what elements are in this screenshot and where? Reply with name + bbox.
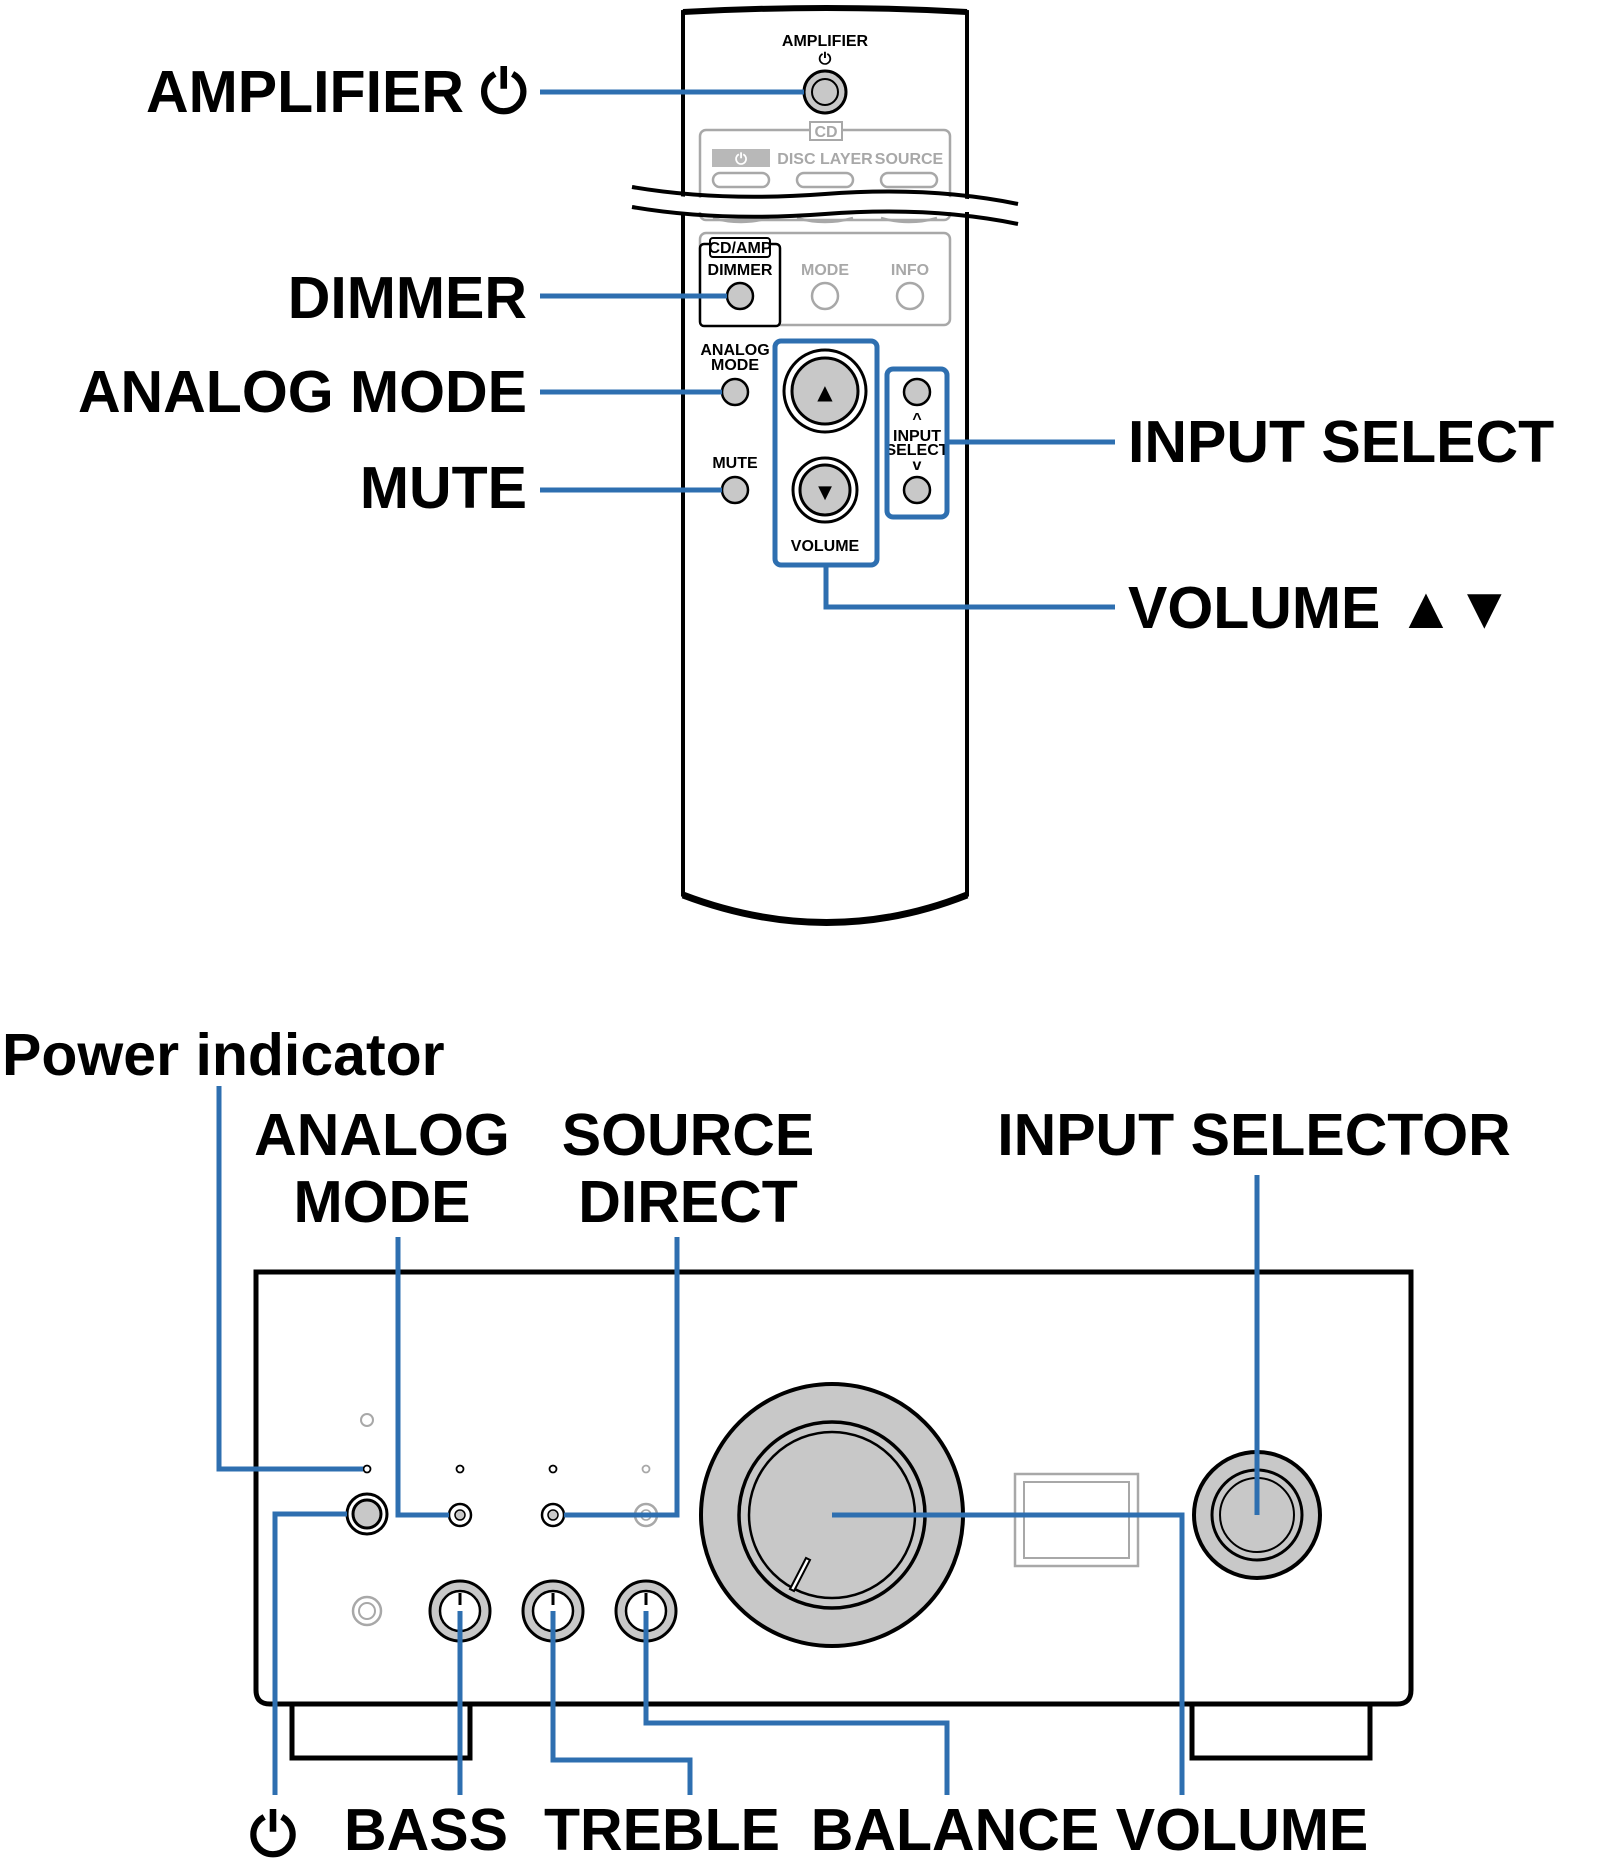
- remote-power-small-icon: ⏻: [819, 51, 832, 68]
- remote-mute-callout: MUTE: [360, 455, 527, 521]
- amplifier-display-window-inner: [1023, 1481, 1130, 1559]
- amplifier-source-direct-button-center: [547, 1509, 559, 1521]
- remote-amplifier-callout: AMPLIFIER ⏻: [146, 59, 527, 125]
- remote-info-label: INFO: [891, 262, 929, 279]
- remote-cd-amp-label: CD/AMP: [708, 240, 771, 257]
- remote-bottom-curve: [681, 891, 969, 926]
- remote-source-button[interactable]: [879, 171, 939, 189]
- remote-volume-callout: VOLUME ▲▼: [1128, 575, 1514, 641]
- amplifier-analog-mode-led: [455, 1464, 465, 1474]
- amplifier-treble-callout: TREBLE: [544, 1797, 780, 1863]
- remote-analog-mode-callout: ANALOG MODE: [78, 359, 527, 425]
- remote-dimmer-button[interactable]: [725, 281, 755, 311]
- remote-leader-lines: [540, 89, 1115, 610]
- remote-volume-down-button[interactable]: [798, 463, 852, 517]
- remote-analog-small-label: ANALOG: [700, 342, 769, 359]
- remote-source-label: SOURCE: [875, 151, 944, 168]
- remote-input-select-caret-up-icon: ^: [912, 411, 921, 428]
- remote-input-select-down-button[interactable]: [902, 475, 932, 505]
- remote-dimmer-small-label: DIMMER: [708, 262, 773, 279]
- remote-volume-down-icon: ▼: [818, 482, 832, 503]
- amplifier-volume-callout: VOLUME: [1116, 1797, 1368, 1863]
- remote-amplifier-power-button[interactable]: [802, 69, 848, 115]
- amplifier-front-panel: [253, 1269, 1414, 1761]
- remote-cd-label: CD: [814, 124, 837, 141]
- amplifier-direct-callout: DIRECT: [578, 1169, 798, 1235]
- amplifier-bass-callout: BASS: [344, 1797, 508, 1863]
- remote-amplifier-power-button-ring: [811, 78, 839, 106]
- remote-break-wave: [620, 185, 1030, 226]
- remote-cd-amp-tag: [709, 237, 771, 258]
- amplifier-headphone-jack: [351, 1595, 383, 1627]
- amplifier-leader-lines: [216, 1086, 1260, 1795]
- remote-top-edge: [682, 5, 968, 15]
- remote-select-small-label: SELECT: [885, 442, 948, 459]
- amplifier-unused-led: [641, 1464, 651, 1474]
- remote-info-button[interactable]: [895, 281, 925, 311]
- amplifier-power-indicator-callout: Power indicator: [2, 1022, 445, 1088]
- remote-volume-up-icon: ▲: [817, 380, 833, 404]
- amplifier-headphone-jack-inner: [358, 1602, 376, 1620]
- amplifier-power-button[interactable]: [351, 1498, 383, 1530]
- remote-volume-up-button[interactable]: [790, 356, 860, 426]
- remote-input-select-caret-down-icon: v: [913, 457, 922, 474]
- amplifier-balance-callout: BALANCE: [811, 1797, 1099, 1863]
- amplifier-source-direct-led: [548, 1464, 558, 1474]
- amplifier-volume-knob-marker: [788, 1556, 812, 1593]
- amplifier-mode-callout: MODE: [294, 1169, 471, 1235]
- remote-mute-button[interactable]: [720, 475, 750, 505]
- amplifier-power-indicator-led: [362, 1464, 372, 1474]
- amplifier-power-symbol-callout: ⏻: [250, 1802, 297, 1868]
- remote-control: AMPLIFIER ⏻ CD ⏻ DISC LAYER SOURCE: [620, 5, 1030, 926]
- remote-cd-power-key[interactable]: [712, 149, 770, 167]
- remote-analog-mode-button[interactable]: [720, 377, 750, 407]
- remote-mode-label: MODE: [801, 262, 849, 279]
- remote-dimmer-callout: DIMMER: [288, 265, 527, 331]
- amplifier-source-callout: SOURCE: [562, 1102, 814, 1168]
- remote-amplifier-small-label: AMPLIFIER: [782, 33, 869, 50]
- amplifier-analog-mode-button-center: [454, 1509, 466, 1521]
- remote-input-select-up-button[interactable]: [902, 377, 932, 407]
- remote-cd-power-button[interactable]: [711, 171, 771, 189]
- remote-mode-button[interactable]: [810, 281, 840, 311]
- remote-mode-small-label: MODE: [711, 357, 759, 374]
- remote-mute-small-label: MUTE: [712, 455, 758, 472]
- amplifier-input-selector-callout: INPUT SELECTOR: [997, 1102, 1511, 1168]
- remote-disc-layer-button[interactable]: [795, 171, 855, 189]
- amplifier-foot-right: [1189, 1704, 1373, 1761]
- amplifier-top-indicator: [360, 1413, 374, 1427]
- remote-volume-small-label: VOLUME: [791, 538, 860, 555]
- remote-cd-power-icon: ⏻: [735, 150, 747, 168]
- amplifier-foot-left: [289, 1704, 473, 1761]
- remote-input-select-callout: INPUT SELECT: [1128, 409, 1554, 475]
- remote-disc-layer-label: DISC LAYER: [777, 151, 873, 168]
- remote-cd-section: CD ⏻ DISC LAYER SOURCE: [698, 121, 952, 224]
- amplifier-display-window: [1013, 1472, 1140, 1568]
- remote-input-small-label: INPUT: [893, 428, 941, 445]
- amplifier-analog-callout: ANALOG: [254, 1102, 510, 1168]
